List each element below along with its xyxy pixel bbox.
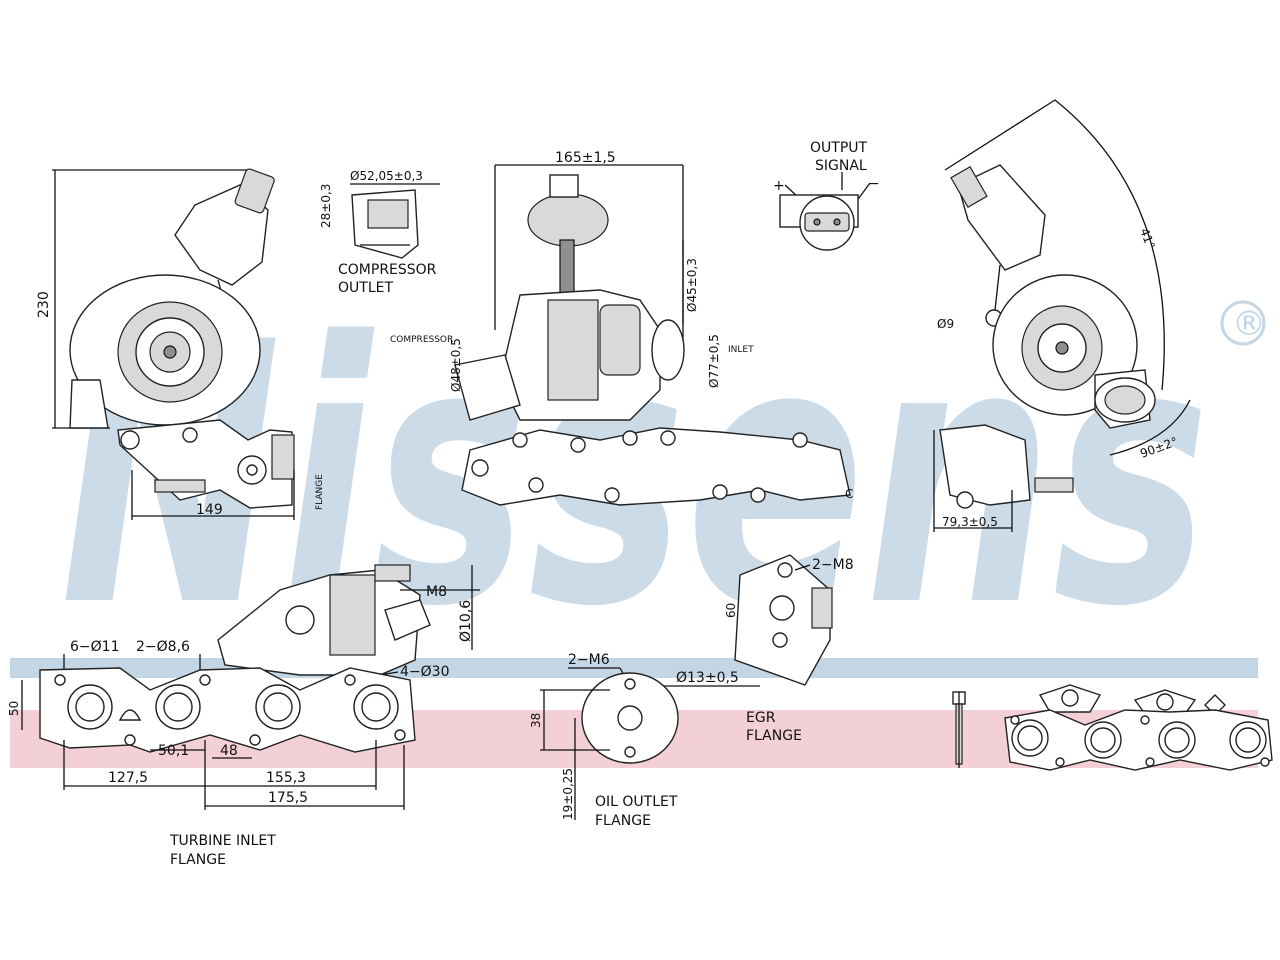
front-view-center: 165±1,5 COMPRESSOR INLET Ø45±0,3 Ø77±0,5…	[390, 150, 853, 506]
minus-sign: −	[868, 176, 880, 192]
dim-top-width: 165±1,5	[555, 150, 616, 166]
dim-holes-2: 2−Ø8,6	[136, 639, 190, 655]
egr-flange	[952, 684, 1273, 771]
oil-outlet-label-2: FLANGE	[595, 813, 651, 829]
dim-angle-41: 41°	[1137, 226, 1157, 251]
oil-outlet-flange: 2−M6 Ø13±0,5 38 19±0,25 OIL OUTLET FLANG…	[529, 652, 802, 829]
dim-155-3: 155,3	[266, 770, 306, 786]
dim-m8-2: 2−M8	[812, 557, 854, 573]
dim-175-5: 175,5	[268, 790, 308, 806]
svg-text:FLANGE: FLANGE	[315, 474, 325, 510]
output-signal-detail: OUTPUT SIGNAL + −	[773, 140, 880, 251]
dim-19: 19±0,25	[561, 768, 575, 820]
dim-dia-48: Ø48±0,5	[449, 338, 463, 392]
dim-m8: M8	[426, 584, 447, 600]
dim-dia-10-6: Ø10,6	[458, 600, 474, 642]
egr-flange-label-1: EGR	[746, 710, 776, 726]
dim-width-79: 79,3±0,5	[942, 515, 998, 529]
turbine-inlet-label-1: TURBINE INLET	[169, 833, 276, 849]
output-signal-label-1: OUTPUT	[810, 140, 868, 156]
compressor-outlet-label-1: COMPRESSOR	[338, 262, 437, 278]
dim-60: 60	[724, 603, 738, 618]
c-marker: C	[845, 487, 853, 501]
dim-holes-6: 6−Ø11	[70, 639, 119, 655]
dim-holes-4: 4−Ø30	[400, 664, 449, 680]
registered-mark-ring	[1220, 300, 1266, 346]
turbine-inlet-label-2: FLANGE	[170, 852, 226, 868]
svg-text:COMPRESSOR: COMPRESSOR	[390, 335, 453, 345]
dim-50: 50	[7, 701, 21, 716]
oil-outlet-label-1: OIL OUTLET	[595, 794, 678, 810]
registered-mark: ®	[1232, 304, 1266, 344]
side-view-left: 230 FLANGE 149	[36, 168, 325, 520]
dim-dia-77: Ø77±0,5	[707, 334, 721, 388]
dim-m6-2: 2−M6	[568, 652, 610, 668]
dim-outlet-dia: Ø52,05±0,3	[350, 169, 423, 183]
compressor-outlet-label-2: OUTLET	[338, 280, 393, 296]
dim-dia-13: Ø13±0,5	[676, 670, 739, 686]
svg-text:INLET: INLET	[728, 345, 754, 355]
flange-m8-detail: 2−M8 60	[724, 554, 854, 686]
compressor-outlet-detail: Ø52,05±0,3 28±0,3 COMPRESSOR OUTLET	[319, 169, 440, 296]
dim-50-1: 50,1	[158, 743, 189, 759]
dim-width-149: 149	[196, 502, 223, 518]
egr-flange-label-2: FLANGE	[746, 728, 802, 744]
dim-127-5: 127,5	[108, 770, 148, 786]
side-view-right: 41° Ø9 90±2° 79,3±0,5	[933, 99, 1191, 532]
dim-dia-9: Ø9	[937, 317, 954, 331]
dim-dia-45: Ø45±0,3	[685, 258, 699, 312]
dim-height-230: 230	[36, 291, 52, 318]
output-signal-label-2: SIGNAL	[815, 158, 867, 174]
turbine-inlet-flange: M8 Ø10,6 6−Ø11 2−Ø8,6 4−Ø30 50 50,1 48	[7, 564, 480, 868]
dim-outlet-len: 28±0,3	[319, 184, 333, 228]
dim-38: 38	[529, 713, 543, 728]
dim-48: 48	[220, 743, 238, 759]
plus-sign: +	[773, 178, 785, 194]
